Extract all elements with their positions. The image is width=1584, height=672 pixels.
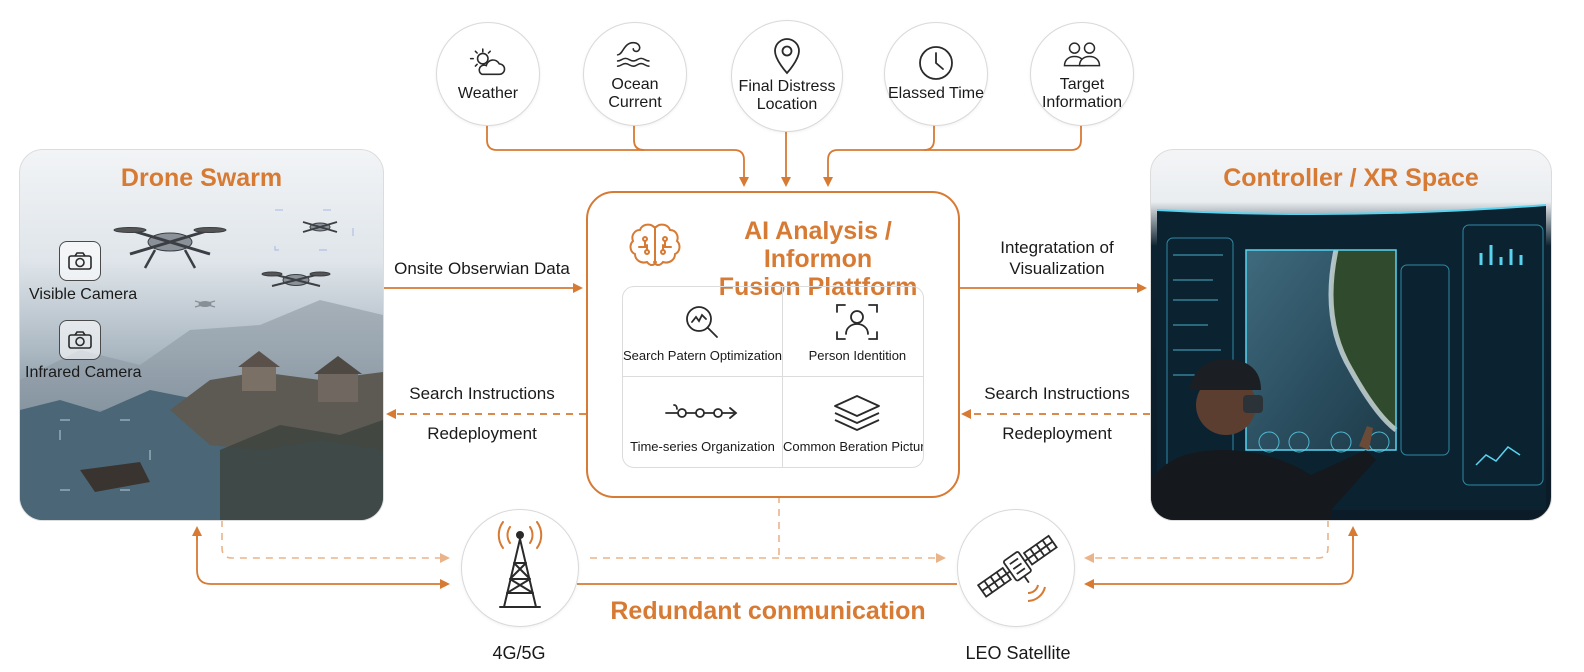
layers-icon — [832, 391, 882, 435]
clock-icon — [916, 45, 956, 81]
person-scan-icon — [835, 300, 879, 344]
input-label: Elassed Time — [887, 85, 985, 102]
input-ocean-current: Ocean Current — [583, 22, 687, 126]
drone-swarm-panel: Drone Swarm Visible Camera Infrared Came… — [19, 149, 384, 521]
comm-label-4g5g: 4G/5G — [492, 643, 546, 663]
platform-function-grid: Search Patern Optimization Person Identi… — [622, 286, 924, 468]
sensor-label-visible: Visible Camera — [29, 286, 138, 303]
comm-node-leo-satellite — [957, 509, 1075, 627]
weather-icon — [468, 45, 508, 81]
flow-label-redeployment-left: Redeployment — [427, 424, 537, 443]
drone-swarm-title: Drone Swarm — [120, 164, 283, 192]
platform-title: AI Analysis / Informon Fusion Plattform — [718, 217, 918, 301]
location-pin-icon — [767, 38, 807, 75]
satellite-icon — [970, 525, 1062, 612]
flow-label-search-instructions-right: Search Instructions — [984, 384, 1130, 403]
timeline-icon — [664, 391, 740, 435]
magnifier-chart-icon — [682, 300, 722, 344]
brain-icon — [629, 223, 681, 266]
comm-label-leo-satellite: LEO Satellite — [965, 643, 1071, 663]
controller-xr-panel: Controller / XR Space — [1150, 149, 1552, 521]
cell-tower-icon — [490, 520, 550, 616]
drone — [113, 227, 227, 269]
function-search-pattern: Search Patern Optimization — [623, 287, 783, 377]
comm-node-4g5g — [461, 509, 579, 627]
drone-swarm-scene — [20, 209, 383, 520]
flow-label-search-instructions-left: Search Instructions — [409, 384, 555, 403]
camera-icon — [59, 320, 101, 360]
wave-icon — [615, 36, 655, 72]
people-icon — [1062, 36, 1102, 72]
ai-fusion-platform: AI Analysis / Informon Fusion Plattform … — [586, 191, 960, 498]
xr-space-scene — [1151, 204, 1547, 520]
redundant-communication-title: Redundant conmunication — [610, 597, 926, 625]
input-label: Ocean Current — [608, 76, 662, 111]
input-final-distress-location: Final Distress Location — [731, 20, 843, 132]
input-target-information: Target Information — [1030, 22, 1134, 126]
input-weather: Weather — [436, 22, 540, 126]
input-label: Weather — [457, 85, 519, 102]
function-label: Common Beration Picture — [782, 438, 924, 454]
xr-space-title: Controller / XR Space — [1223, 164, 1479, 192]
function-label: Time-series Organization — [630, 438, 775, 454]
flow-label-redeployment-right: Redeployment — [1002, 424, 1112, 443]
function-label: Search Patern Optimization — [623, 348, 782, 363]
input-elapsed-time: Elassed Time — [884, 22, 988, 126]
flow-label-visualization: Integratation of Visualization — [1000, 238, 1114, 278]
function-person-identification: Person Identition — [782, 287, 923, 377]
function-time-series: Time-series Organization — [623, 377, 783, 467]
function-label: Person Identition — [808, 348, 907, 363]
input-label: Target Information — [1041, 76, 1123, 111]
function-common-operation-picture: Common Beration Picture — [782, 377, 924, 467]
sensor-label-infrared: Infrared Camera — [25, 364, 142, 381]
flow-label-onsite-data: Onsite Obserwian Data — [394, 259, 570, 278]
input-label: Final Distress Location — [738, 78, 836, 113]
camera-icon — [59, 241, 101, 281]
